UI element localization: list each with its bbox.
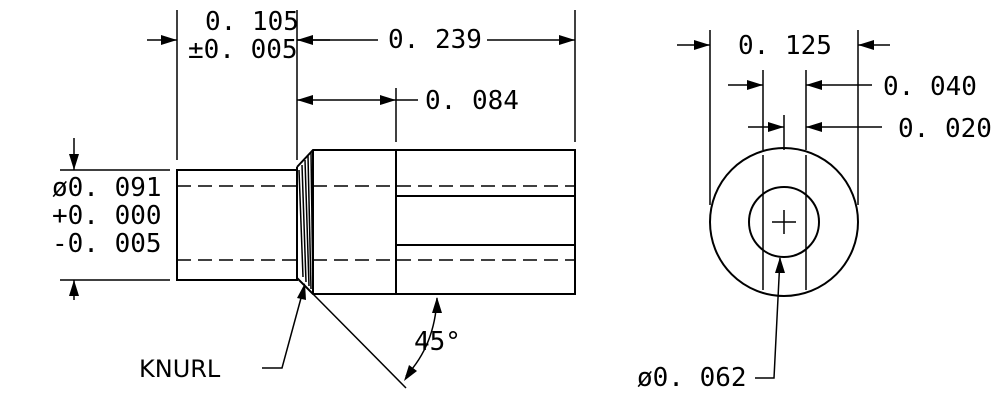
hole-circle [748,186,820,258]
width-label: 0. 125 [738,31,832,61]
diameter-tol-plus-label: +0. 000 [52,201,162,231]
dim-width [677,40,890,50]
dim-overall-length [297,35,575,45]
slot-depth-label: 0. 084 [425,86,519,116]
slot-width-label: 0. 040 [883,72,977,102]
dim-center-width [748,122,882,132]
dim-chamfer [312,293,442,389]
knurl-label: KNURL [139,355,221,383]
overall-length-label: 0. 239 [388,25,482,55]
head-outline [296,149,576,295]
dim-diameter [69,138,79,300]
side-view [176,149,576,295]
end-view [709,147,859,297]
knurl-leader [262,283,306,369]
dim-slot-depth [297,95,418,105]
knurl-hatch [298,151,314,293]
center-width-label: 0. 020 [898,114,992,144]
chamfer-angle-label: 45° [414,327,461,357]
diameter-label: ø0. 091 [52,173,162,203]
end-extension-lines [709,30,859,205]
extension-lines [60,10,576,281]
shoulder-tolerance-label: ±0. 005 [188,35,298,65]
diameter-tol-minus-label: -0. 005 [52,229,162,259]
hole-diameter-label: ø0. 062 [637,363,747,393]
dim-slot-width [728,80,872,90]
shank-outline [176,169,298,281]
hole-leader [755,257,785,379]
shoulder-length-label: 0. 105 [205,7,299,37]
